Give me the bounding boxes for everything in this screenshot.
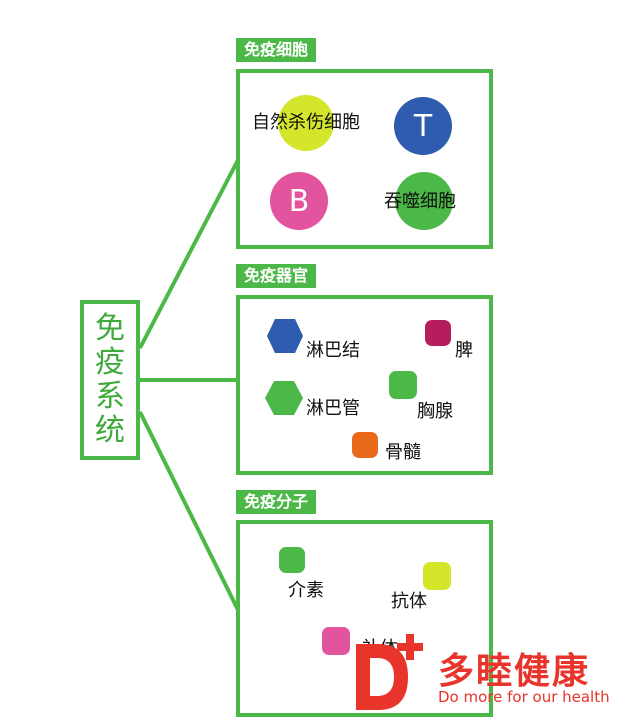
group-tab-immune-organs: 免疫器官 (236, 264, 317, 288)
b-cell-circle: B (270, 172, 328, 230)
spleen-label: 脾 (455, 340, 473, 361)
brand-name: 多睦健康 (438, 651, 591, 692)
bone-marrow-square (352, 432, 378, 458)
bone-marrow-label: 骨髓 (385, 442, 421, 463)
thymus-square (389, 371, 417, 399)
interleukin-square (279, 547, 305, 573)
complement-square (322, 627, 350, 655)
lymph-vessel-label: 淋巴管 (306, 398, 360, 419)
nk-cell-circle (278, 95, 334, 151)
root-char: 统 (95, 413, 125, 448)
brand-logo-icon (356, 634, 423, 710)
lymph-node-label: 淋巴结 (306, 340, 360, 361)
b-cell-letter: B (288, 183, 310, 219)
brand-slogan: Do more for our health (438, 688, 610, 706)
antibody-label: 抗体 (391, 591, 427, 612)
group-tab-immune-cells: 免疫细胞 (236, 38, 317, 62)
group-tab-immune-molecules: 免疫分子 (236, 490, 317, 514)
group-panel-immune-molecules (236, 520, 493, 717)
spleen-square (425, 320, 451, 346)
nk-cell-label: 自然杀伤细胞 (252, 112, 360, 133)
thymus-label: 胸腺 (417, 401, 453, 422)
root-char: 系 (95, 379, 125, 414)
root-char: 免 (95, 311, 125, 346)
connector-line-molecules (138, 411, 240, 611)
root-node-immune-system: 免 疫 系 统 (80, 300, 140, 460)
phagocyte-label: 吞噬细胞 (384, 191, 456, 212)
lymph-node-hexagon (267, 319, 303, 353)
phagocyte-circle (395, 172, 453, 230)
group-panel-immune-cells (236, 69, 493, 249)
t-cell-circle: T (394, 97, 452, 155)
root-char: 疫 (95, 345, 125, 380)
connector-line-cells (138, 159, 240, 349)
antibody-square (423, 562, 451, 590)
interleukin-label: 介素 (288, 580, 324, 601)
t-cell-letter: T (413, 108, 433, 144)
lymph-vessel-hexagon (265, 381, 303, 415)
brand-watermark: D 多睦健康 Do more for our health (352, 630, 636, 714)
